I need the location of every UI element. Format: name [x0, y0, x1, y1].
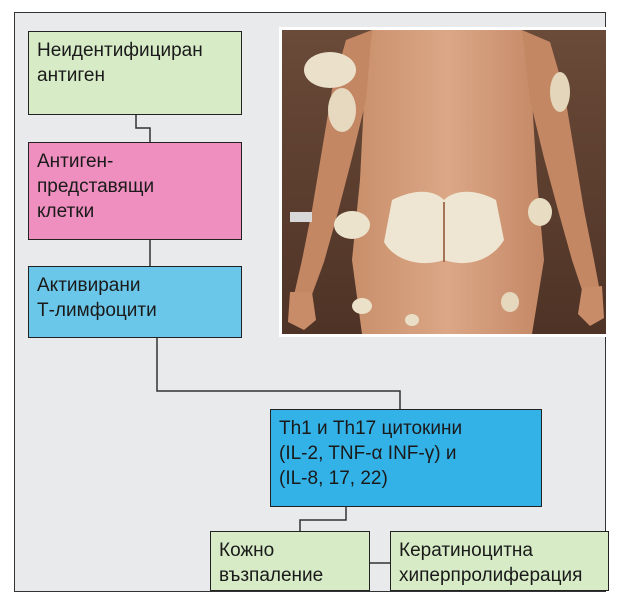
- node-antigen-presenting-cells: Антиген- представящи клетки: [28, 142, 242, 240]
- node-skin-inflammation: Кожно възпаление: [210, 531, 370, 591]
- node-keratinocyte-hyperproliferation: Кератиноцитна хиперпролиферация: [390, 531, 609, 591]
- node-activated-t-lymphocytes: Активирани Т-лимфоцити: [28, 266, 242, 338]
- psoriasis-patient-image: [282, 30, 606, 334]
- node-th1-th17-cytokines: Th1 и Th17 цитокини (IL-2, TNF-α INF-γ) …: [270, 409, 542, 507]
- node-unidentified-antigen: Неидентифициран антиген: [28, 31, 242, 115]
- clinical-photo: [279, 27, 609, 337]
